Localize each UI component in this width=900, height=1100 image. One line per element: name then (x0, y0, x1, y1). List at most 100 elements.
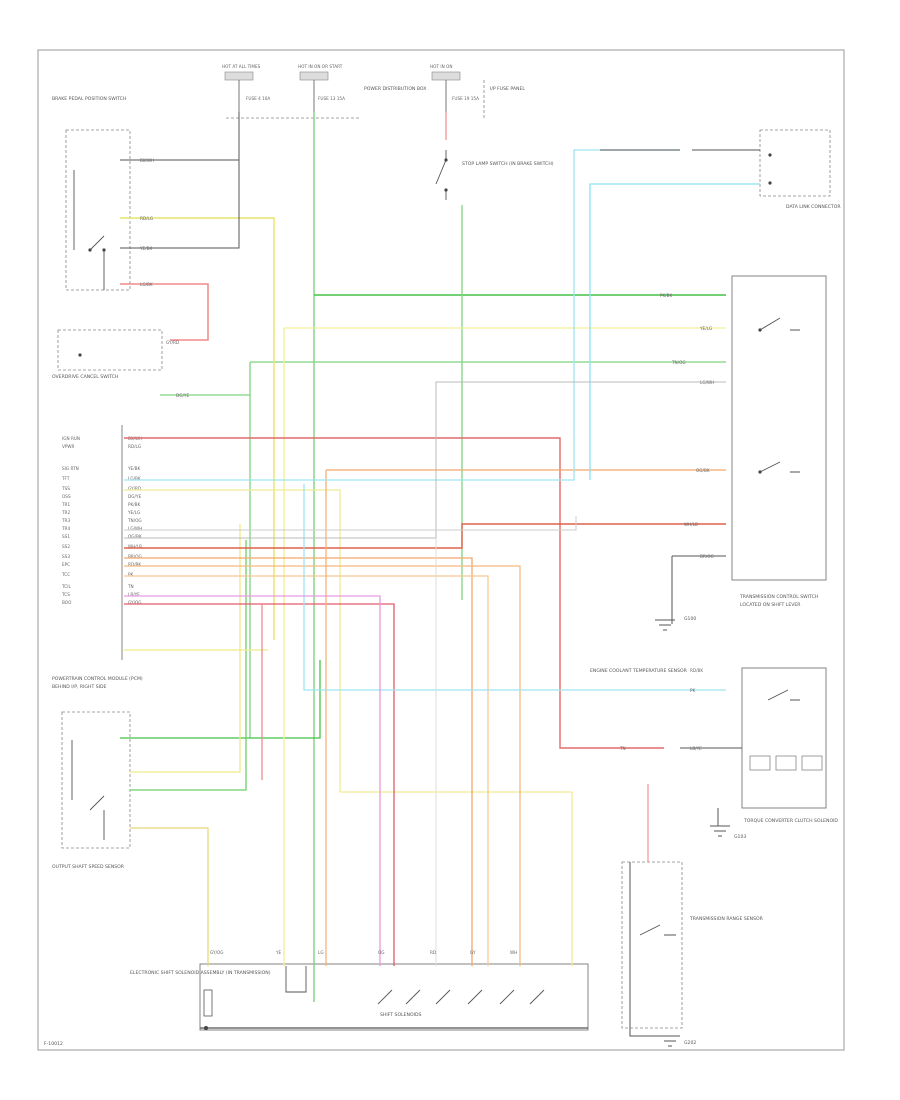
wire-red-orange (124, 523, 726, 549)
wire-light-grey (124, 516, 577, 531)
wire-color-label: TN/OG (671, 360, 686, 365)
output-shaft-speed-sensor-label: OUTPUT SHAFT SPEED SENSOR (52, 864, 125, 870)
wire-color-label: LG/BK (140, 282, 153, 287)
wire-color-label: GY/RD (166, 340, 179, 345)
figure-code: F-10012 (44, 1041, 63, 1047)
pcm-pin-label: SS1 (62, 534, 70, 539)
fuse-c-label: FUSE 19 15A (452, 96, 479, 101)
pcm-pin-wire-color: RD/BK (128, 562, 141, 567)
stop-lamp-switch-label: STOP LAMP SWITCH (IN BRAKE SWITCH) (462, 161, 554, 167)
output-shaft-speed-sensor (61, 711, 131, 849)
ip-fuse-panel-label: I/P FUSE PANEL (490, 86, 525, 92)
pcm-pin-wire-color: BR/OG (128, 554, 142, 559)
pcm-pin-wire-color: DG/YE (128, 494, 141, 499)
ground-symbol (655, 619, 730, 1047)
wire-red-pcm (124, 437, 664, 749)
wire-yellow-top (120, 217, 275, 640)
pcm-pin-label: TCS (61, 592, 70, 597)
torque-converter-clutch-solenoid (741, 667, 827, 809)
pcm-pin-wire-color: LG/BK (128, 476, 141, 481)
wire-color-label: WH/LB (684, 522, 698, 527)
tcc-label: TORQUE CONVERTER CLUTCH SOLENOID (743, 818, 838, 824)
pcm-pin-wire-color: LB/YE (128, 592, 140, 597)
wire-cyan-2 (589, 183, 760, 480)
solenoid-assembly-label: ELECTRONIC SHIFT SOLENOID ASSEMBLY (IN T… (130, 970, 271, 976)
ground-g103-label: G103 (734, 834, 746, 840)
wire-red-top (120, 283, 209, 341)
pcm-pin-wire-color: WH/LB (128, 544, 142, 549)
fuse-3-label: HOT IN ON (430, 64, 452, 69)
overdrive-cancel-switch-label: OVERDRIVE CANCEL SWITCH (52, 374, 118, 380)
wire-color-label: PK/BK (660, 293, 673, 298)
brake-pedal-position-switch (65, 129, 131, 291)
pcm-pin-wire-color: YE/BK (127, 466, 140, 471)
wire-color-label: RD/BK (690, 668, 703, 673)
pcm-pin-label: SIG RTN (62, 466, 79, 471)
wire-group (120, 112, 760, 1037)
wire-color-label: LB/YE (690, 746, 702, 751)
pcm-pin-label: TFT (61, 476, 70, 481)
fuse-a-label: FUSE 4 10A (246, 96, 270, 101)
transmission-control-switch-note: LOCATED ON SHIFT LEVER (740, 602, 801, 608)
data-link-connector-label: DATA LINK CONNECTOR (786, 204, 841, 210)
transmission-range-sensor (621, 861, 683, 1029)
wire-color-label: TN (619, 746, 626, 751)
wire-color-label: BR/OG (700, 554, 714, 559)
wire-color-label: PK (690, 688, 696, 693)
wire-black-top (120, 112, 240, 161)
wire-color-label: GY/OG (210, 950, 224, 955)
wire-color-label: LG/WH (700, 380, 714, 385)
engine-coolant-temp-label: ENGINE COOLANT TEMPERATURE SENSOR (590, 668, 688, 674)
overdrive-cancel-switch (57, 329, 163, 371)
wire-magenta (124, 595, 381, 966)
overdrive-cancel-switch-top (759, 129, 831, 197)
pcm-pin-label: BOO (62, 600, 72, 605)
wire-black-g202 (629, 862, 670, 1037)
wire-green-sensor (130, 540, 247, 791)
pcm-pin-label: TCC (61, 572, 70, 577)
pcm-pin-label: IGN RUN (62, 436, 80, 441)
wire-color-label: YE/LG (699, 326, 712, 331)
wire-color-label: OG (378, 950, 385, 955)
diagram-border (37, 49, 845, 1051)
pcm-pin-wire-color: YE/LG (127, 510, 140, 515)
shift-solenoids-label: SHIFT SOLENOIDS (380, 1012, 421, 1018)
pcm-pin-label: EPC (62, 562, 70, 567)
pcm-pin-label: TR3 (61, 518, 70, 523)
wire-color-label: RD (430, 950, 436, 955)
ground-g100-label: G100 (684, 616, 696, 622)
pcm-pin-wire-color: RD/LG (128, 444, 141, 449)
fuse-note-label: POWER DISTRIBUTION BOX (364, 86, 426, 92)
wire-red-solenoid (124, 603, 395, 966)
ground-g202-label: G202 (684, 1040, 696, 1046)
pcm-pin-wire-color: GY/RD (128, 486, 141, 491)
pcm-pin-wire-color: LG/WH (128, 526, 142, 531)
wire-grey (124, 381, 726, 539)
pcm-pin-label: TSS (61, 486, 70, 491)
pcm-pin-wire-color: TN (127, 584, 134, 589)
pcm-pin-label: VPWR (62, 444, 75, 449)
transmission-range-sensor-label: TRANSMISSION RANGE SENSOR (689, 916, 764, 922)
wire-yellow-long (124, 489, 573, 966)
wire-color-label: YE/BK (139, 246, 152, 251)
pcm-pin-label: OSS (62, 494, 71, 499)
pcm-note: BEHIND I/P, RIGHT SIDE (52, 684, 107, 690)
pcm-pin-wire-color: PK/BK (128, 502, 141, 507)
wire-tan (130, 827, 209, 966)
pcm-pin-label: TR1 (61, 502, 70, 507)
transmission-control-switch-box (731, 275, 827, 581)
fuse-tab-1 (224, 71, 254, 112)
wire-orange-3 (124, 575, 489, 966)
wire-orange-2 (124, 565, 521, 966)
pcm-pin-label: TR4 (61, 526, 70, 531)
wire-black-2 (120, 160, 240, 249)
wire-black-ground (671, 555, 726, 624)
fuse-1-label: HOT AT ALL TIMES (222, 64, 261, 69)
wire-color-label: WH (510, 950, 517, 955)
wire-color-label: BK/WH (140, 158, 154, 163)
wire-yellow-lower (130, 524, 241, 773)
pcm-pin-label: TR2 (61, 510, 70, 515)
fuse-b-label: FUSE 13 15A (318, 96, 345, 101)
pcm-pin-label: TCIL (61, 584, 71, 589)
